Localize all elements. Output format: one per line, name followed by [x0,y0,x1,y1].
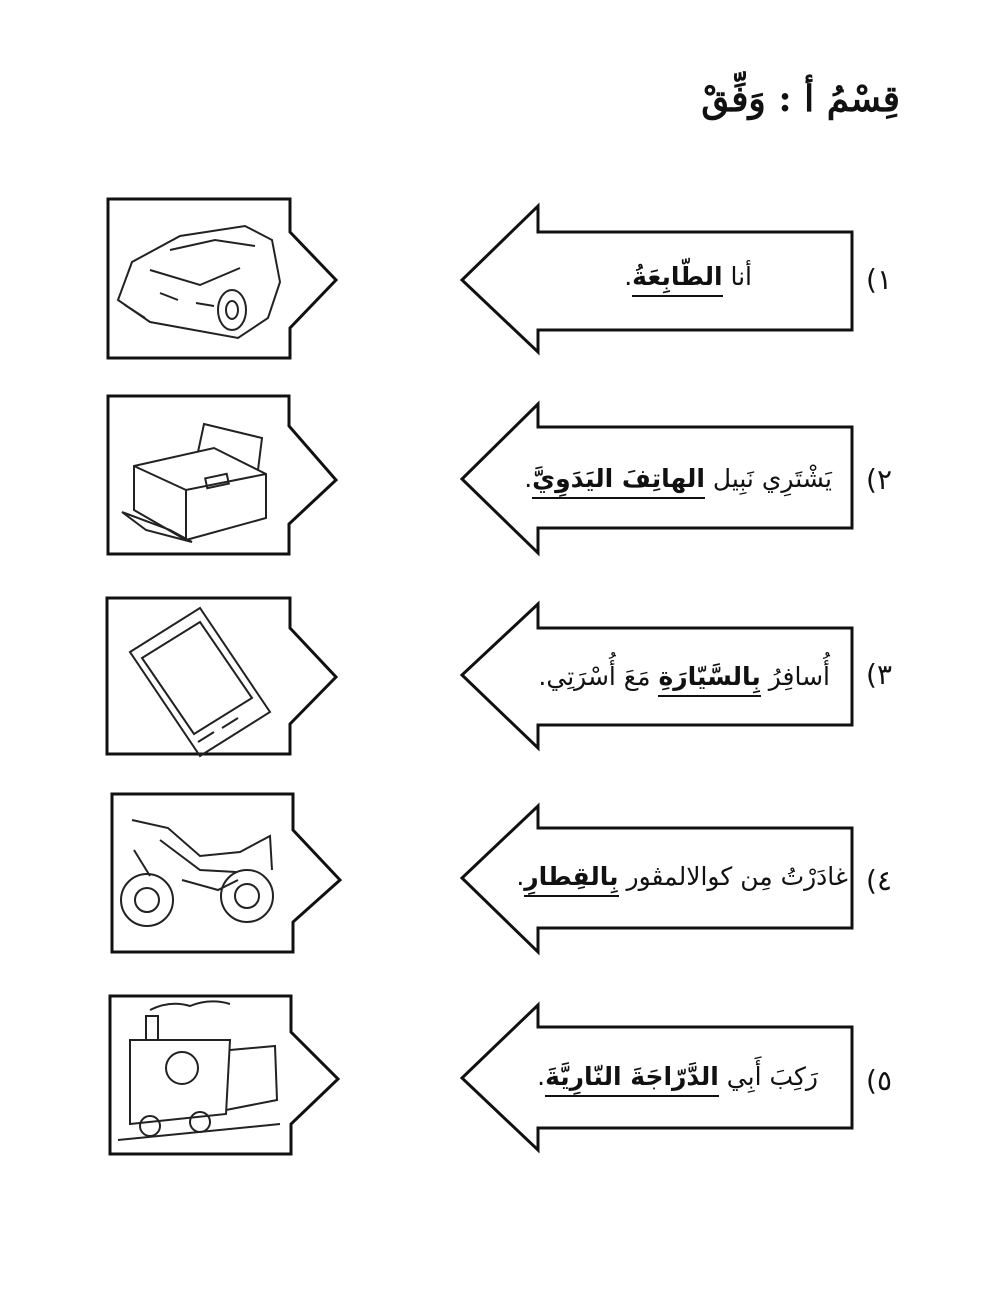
sentence-2-before: يَشْتَرِي نَبِيل [704,464,832,493]
sentence-4-after: . [516,862,525,891]
sentence-arrow-3 [459,600,854,752]
sentence-2-after: . [524,464,533,493]
sentence-5: رَكِبَ أَبِي الدَّرّاجَةَ النّارِيَّةَ. [537,1062,818,1097]
sentence-5-before: رَكِبَ أَبِي [718,1062,818,1091]
sentence-3: أُسافِرُ بِالسَّيّارَةِ مَعَ أُسْرَتِي. [538,662,830,697]
item-number-2: ٢) [866,463,892,496]
keyword-4: بِالقِطارِ [524,862,619,897]
sentence-4-before: غادَرْتُ مِن كوالالمڤور [618,862,848,891]
sentence-3-before: أُسافِرُ [760,662,830,691]
sentence-arrow-4 [459,802,854,956]
worksheet-title: قِسْمُ أ : وَفِّقْ [701,78,900,120]
sentence-1-before: أنا [722,262,752,291]
picture-box-3 [105,596,339,756]
sentence-1: أنا الطّابِعَةُ. [624,262,752,297]
mobile-phone-icon [128,606,272,758]
item-number-4: ٤) [866,864,892,897]
sentence-5-after: . [537,1062,546,1091]
sentence-arrow-1 [459,202,854,356]
sentence-arrow-2 [459,400,854,557]
sentence-2: يَشْتَرِي نَبِيل الهاتِفَ اليَدَوِيَّ. [524,464,832,499]
car-icon [116,224,282,340]
train-icon [117,1000,281,1141]
sentence-1-after: . [624,262,633,291]
keyword-5: الدَّرّاجَةَ النّارِيَّةَ [545,1062,719,1097]
keyword-3: بِالسَّيّارَةِ [658,662,761,697]
item-number-5: ٥) [866,1064,892,1097]
sentence-arrow-5 [459,1001,854,1154]
sentence-3-after: مَعَ أُسْرَتِي. [538,662,659,691]
keyword-1: الطّابِعَةُ [632,262,723,297]
picture-box-1 [106,197,339,360]
picture-box-5 [108,994,341,1156]
motorcycle-icon [120,819,274,927]
item-number-1: ١) [866,263,892,296]
printer-icon [121,422,267,543]
keyword-2: الهاتِفَ اليَدَوِيَّ [532,464,705,499]
item-number-3: ٣) [866,658,892,691]
sentence-4: غادَرْتُ مِن كوالالمڤور بِالقِطارِ. [516,862,848,897]
